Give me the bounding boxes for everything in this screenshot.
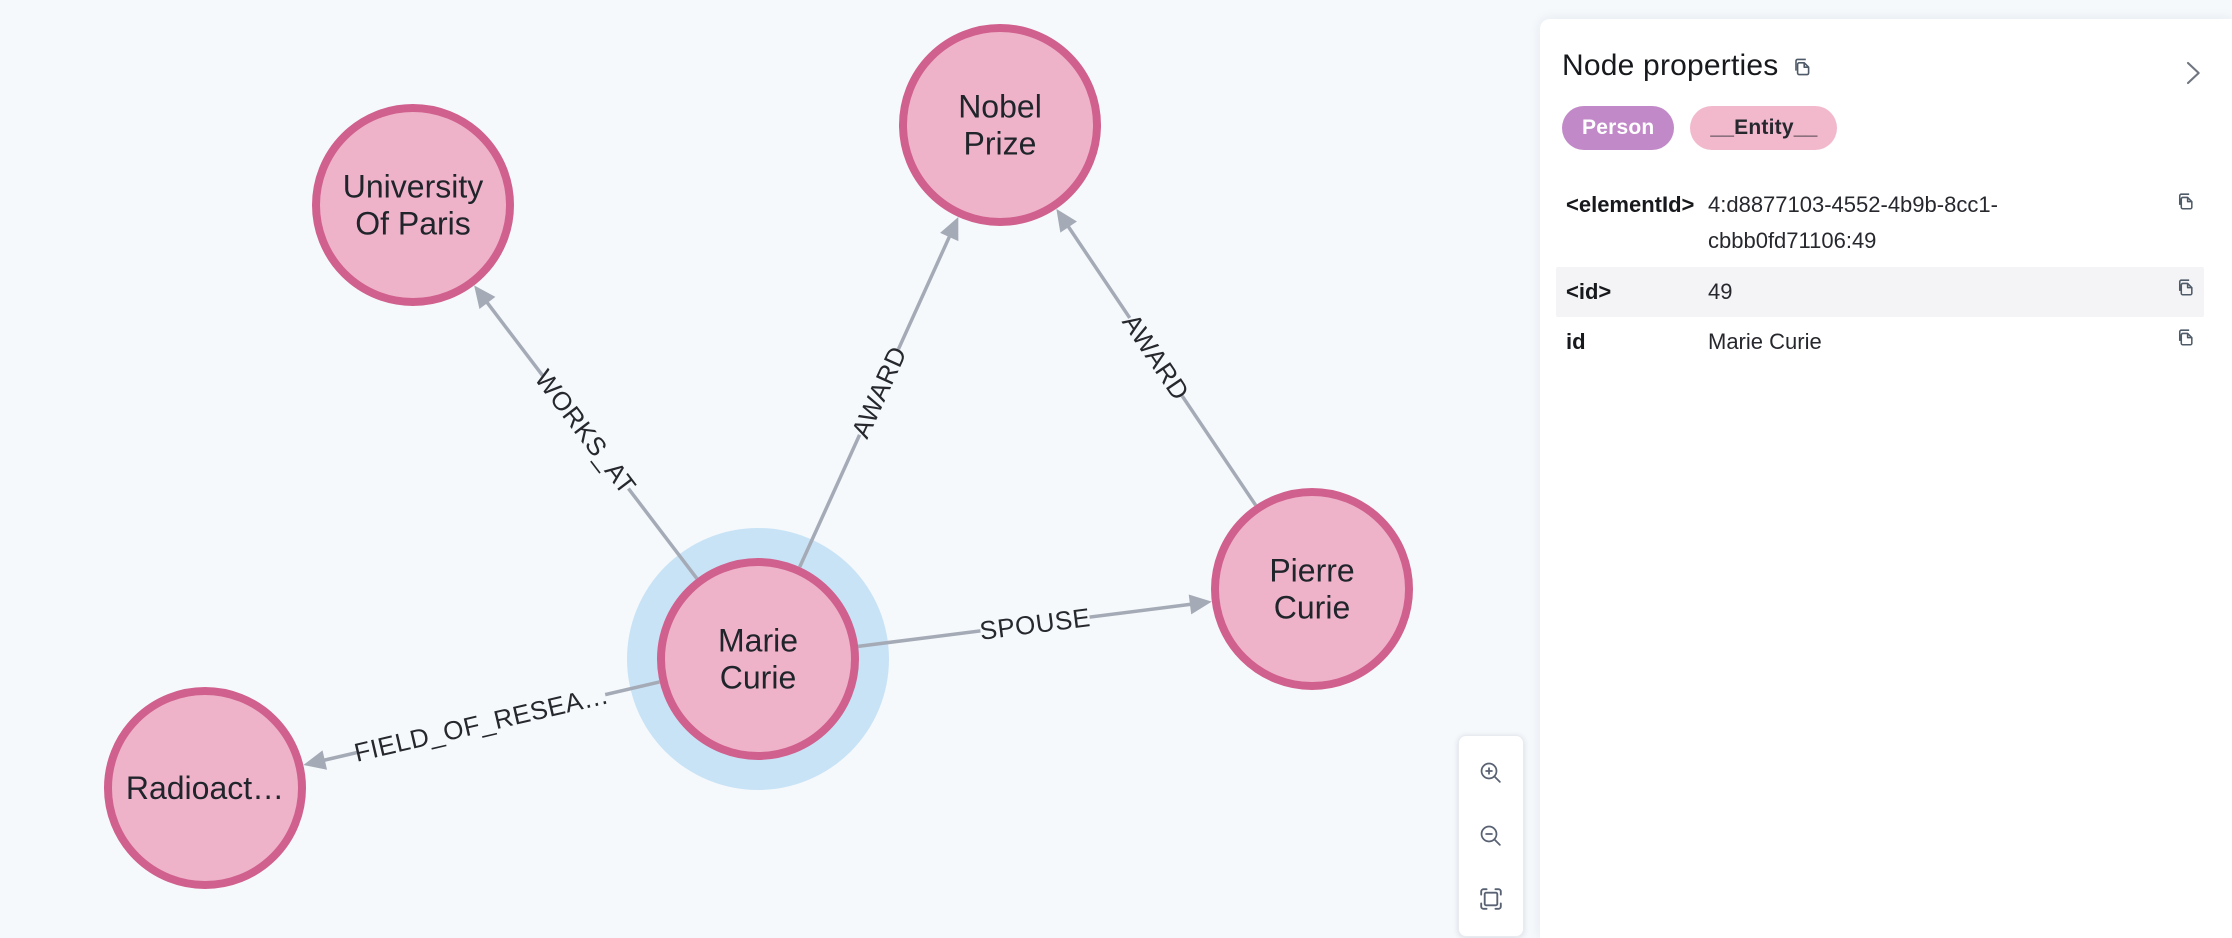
property-value: 49 [1708,278,1733,304]
collapse-panel-button[interactable] [2174,55,2210,91]
edge-spouse[interactable]: SPOUSE [857,594,1212,649]
edge-award[interactable]: AWARD [798,216,959,568]
node-circle [657,558,859,760]
edge-award[interactable]: AWARD [1056,208,1258,507]
edge-arrowhead [303,750,328,770]
edge-arrowhead [474,285,496,309]
property-key: <id> [1566,278,1612,304]
copy-icon [2178,279,2193,296]
copy-icon [1795,58,1810,75]
zoom-to-fit-icon [1480,887,1502,910]
edge-arrowhead [1188,594,1212,615]
property-row: <elementId> 4:d8877103-4552-4b9b-8cc1-cbb… [1556,180,2204,267]
copy-icon [2178,329,2193,346]
node-radio[interactable]: Radioact… [104,687,306,889]
panel-header: Node properties [1540,19,2232,82]
node-properties-panel: Node properties Person __Entity__ <elemen… [1540,19,2232,938]
zoom-in-icon [1480,763,1501,784]
property-value: Marie Curie [1708,328,1822,354]
node-label-badge[interactable]: __Entity__ [1690,106,1838,150]
edge-label-plate [978,600,1092,648]
zoom-out-button[interactable] [1471,816,1511,856]
node-label-badge[interactable]: Person [1562,106,1675,150]
property-key: <elementId> [1566,192,1695,217]
edge-field-of-resea-[interactable]: FIELD_OF_RESEA… [303,677,661,770]
property-row: <id> 49 [1556,266,2204,317]
copy-property-value-button[interactable] [2172,187,2198,213]
zoom-toolbar [1458,735,1524,937]
zoom-to-fit-button[interactable] [1471,879,1511,919]
properties-table: <elementId> 4:d8877103-4552-4b9b-8cc1-cbb… [1556,180,2204,367]
edge-arrowhead [940,216,959,242]
property-key: id [1566,328,1586,354]
copy-all-properties-button[interactable] [1790,54,1814,78]
copy-property-value-button[interactable] [2172,274,2198,300]
edge-label-plate [1116,309,1196,405]
node-circle [312,104,514,306]
edge-arrowhead [1056,208,1077,233]
chevron-right-icon [2186,61,2200,85]
copy-property-value-button[interactable] [2172,324,2198,350]
panel-title: Node properties [1562,49,1779,82]
edge-label-plate [354,678,609,769]
edge-label-plate [530,366,641,498]
zoom-out-icon [1480,825,1501,846]
edge-label-plate [845,343,913,441]
node-label-badges: Person __Entity__ [1540,82,2232,150]
property-row: id Marie Curie [1556,317,2204,367]
property-value: 4:d8877103-4552-4b9b-8cc1-cbbb0fd71106:4… [1708,192,1998,254]
node-circle [1211,488,1413,690]
zoom-in-button[interactable] [1471,753,1511,793]
node-circle [104,687,306,889]
node-circle [899,24,1101,226]
edge-works-at[interactable]: WORKS_AT [474,285,699,580]
copy-icon [2178,192,2193,210]
